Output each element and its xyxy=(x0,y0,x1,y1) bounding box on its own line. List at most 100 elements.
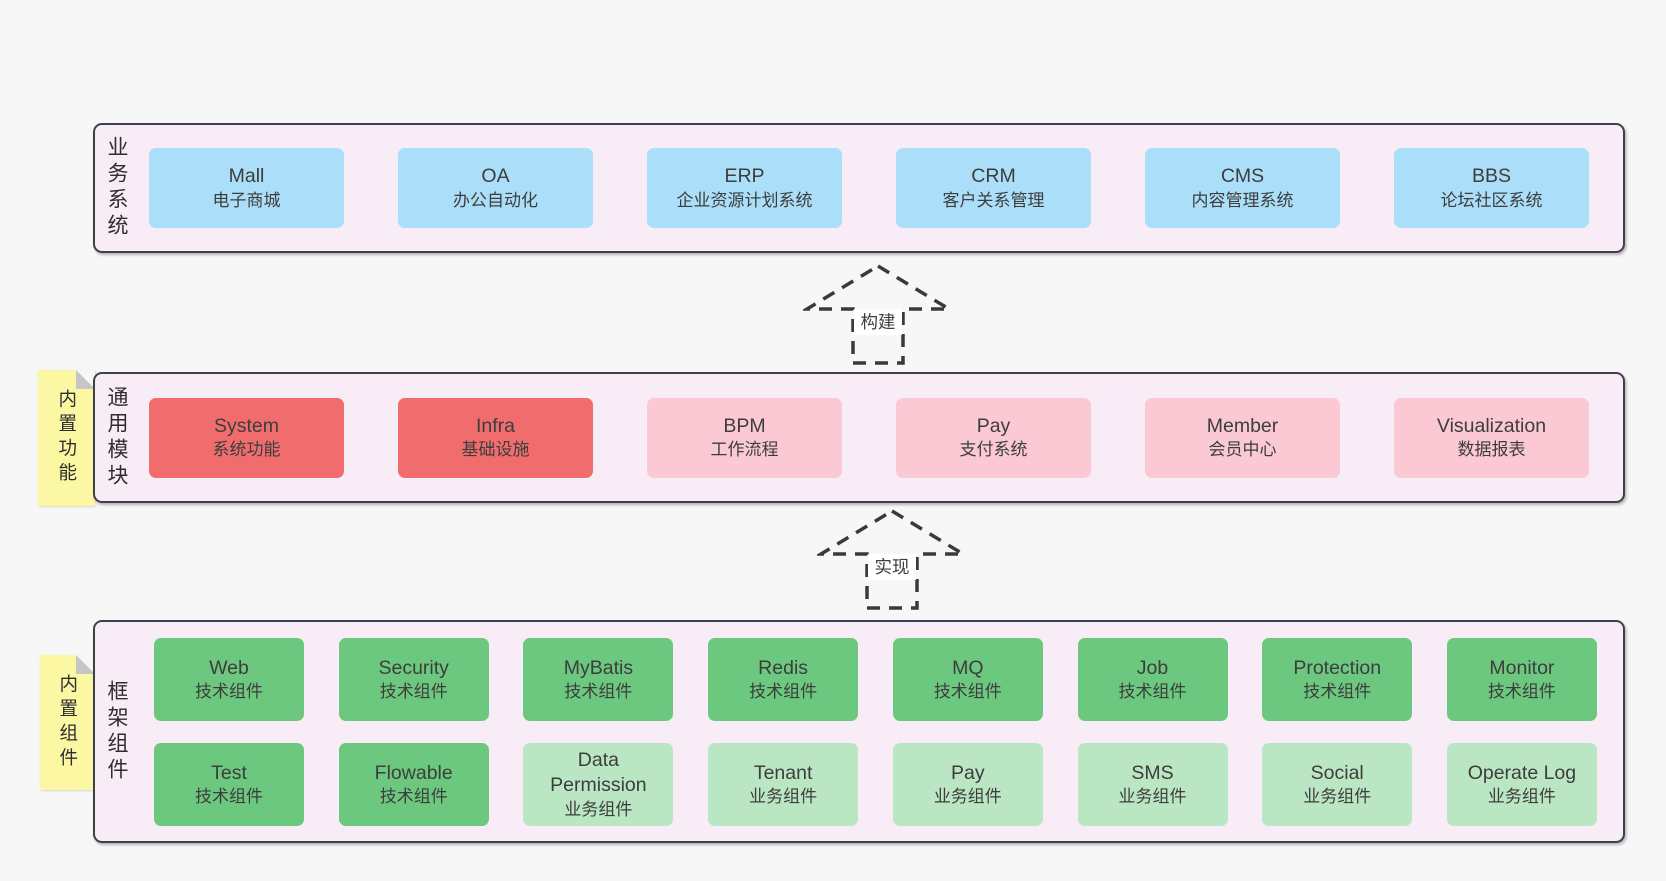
business-systems-layer: 业务系统 Mall 电子商城 OA 办公自动化 ERP 企业资源计划系统 CRM… xyxy=(93,123,1625,253)
box-title: Web xyxy=(209,656,249,679)
box-subtitle: 技术组件 xyxy=(195,682,263,702)
box-title: Monitor xyxy=(1489,656,1555,679)
common-modules-layer: 通用模块 System 系统功能 Infra 基础设施 BPM 工作流程 Pay… xyxy=(93,372,1625,503)
arrow-implement: 实现 xyxy=(817,508,967,610)
components-row-1: Web 技术组件 Security 技术组件 MyBatis 技术组件 Redi… xyxy=(154,638,1597,721)
box-title: Flowable xyxy=(374,761,453,784)
box-infra: Infra 基础设施 xyxy=(398,397,593,478)
box-social: Social 业务组件 xyxy=(1262,743,1413,826)
box-flowable: Flowable 技术组件 xyxy=(338,743,489,826)
box-subtitle: 系统功能 xyxy=(212,440,281,460)
arrow-build-label: 构建 xyxy=(861,312,896,332)
box-member: Member 会员中心 xyxy=(1145,397,1340,478)
box-erp: ERP 企业资源计划系统 xyxy=(647,148,842,228)
modules-layer-side-label: 通用模块 xyxy=(105,385,128,490)
box-crm: CRM 客户关系管理 xyxy=(896,148,1091,228)
box-visualization: Visualization 数据报表 xyxy=(1394,397,1589,478)
box-subtitle: 技术组件 xyxy=(1303,682,1372,702)
box-sms: SMS 业务组件 xyxy=(1077,743,1228,826)
box-subtitle: 会员中心 xyxy=(1208,440,1277,460)
box-subtitle: 技术组件 xyxy=(195,787,263,807)
box-title: CRM xyxy=(971,165,1016,188)
box-title: BBS xyxy=(1471,165,1512,188)
box-title: MyBatis xyxy=(563,656,634,679)
box-oa: OA 办公自动化 xyxy=(398,148,593,228)
box-job: Job 技术组件 xyxy=(1077,638,1228,721)
box-title: Protection xyxy=(1293,656,1382,679)
up-block-arrow-outline xyxy=(817,508,967,610)
box-subtitle: 技术组件 xyxy=(379,682,448,702)
box-subtitle: 支付系统 xyxy=(959,440,1028,460)
box-title: SMS xyxy=(1131,761,1174,784)
note-built-in-components: 内置组件 xyxy=(40,655,95,790)
box-title: Mall xyxy=(228,165,265,188)
note-built-in-features: 内置功能 xyxy=(38,370,95,506)
box-title: BPM xyxy=(723,414,766,437)
box-bbs: BBS 论坛社区系统 xyxy=(1394,148,1589,228)
box-title: System xyxy=(213,414,279,437)
modules-boxes-row: System 系统功能 Infra 基础设施 BPM 工作流程 Pay 支付系统… xyxy=(149,374,1589,501)
box-mybatis: MyBatis 技术组件 xyxy=(523,638,674,721)
box-title: Operate Log xyxy=(1467,761,1577,784)
box-redis: Redis 技术组件 xyxy=(708,638,859,721)
box-system: System 系统功能 xyxy=(149,397,344,478)
box-title: Redis xyxy=(758,656,809,679)
box-subtitle: 业务组件 xyxy=(1303,787,1372,807)
box-title: CMS xyxy=(1220,165,1265,188)
components-row-2: Test 技术组件 Flowable 技术组件 Data Permission … xyxy=(154,743,1597,826)
box-subtitle: 工作流程 xyxy=(710,440,779,460)
box-subtitle: 业务组件 xyxy=(749,787,818,807)
box-subtitle: 业务组件 xyxy=(1487,787,1556,807)
box-title: Social xyxy=(1310,761,1364,784)
box-title: Security xyxy=(378,656,449,679)
box-mall: Mall 电子商城 xyxy=(149,148,344,228)
box-subtitle: 内容管理系统 xyxy=(1191,190,1294,210)
business-boxes-row: Mall 电子商城 OA 办公自动化 ERP 企业资源计划系统 CRM 客户关系… xyxy=(149,125,1589,251)
box-title: Pay xyxy=(976,414,1011,437)
box-title: Member xyxy=(1206,414,1279,437)
arrow-label-bg xyxy=(854,309,902,335)
box-pay-module: Pay 支付系统 xyxy=(896,397,1091,478)
box-test: Test 技术组件 xyxy=(154,743,304,826)
arrow-build: 构建 xyxy=(803,263,953,365)
box-monitor: Monitor 技术组件 xyxy=(1446,638,1597,721)
box-subtitle: 数据报表 xyxy=(1457,440,1526,460)
box-pay-component: Pay 业务组件 xyxy=(892,743,1043,826)
components-layer-side-label: 框架组件 xyxy=(105,679,128,784)
box-title: Data Permission xyxy=(550,749,647,797)
box-title: Test xyxy=(211,761,247,784)
up-block-arrow-outline xyxy=(803,263,953,365)
box-subtitle: 技术组件 xyxy=(379,787,448,807)
box-subtitle: 基础设施 xyxy=(461,440,530,460)
note-built-in-features-label: 内置功能 xyxy=(56,389,78,487)
note-built-in-components-label: 内置组件 xyxy=(57,673,79,772)
box-subtitle: 企业资源计划系统 xyxy=(676,190,813,210)
box-subtitle: 客户关系管理 xyxy=(942,190,1045,210)
framework-components-layer: 框架组件 Web 技术组件 Security 技术组件 MyBatis 技术组件… xyxy=(93,620,1625,843)
box-subtitle: 论坛社区系统 xyxy=(1440,190,1543,210)
box-title: Visualization xyxy=(1436,414,1547,437)
box-title: MQ xyxy=(952,656,984,679)
box-subtitle: 技术组件 xyxy=(1487,682,1556,702)
box-operate-log: Operate Log 业务组件 xyxy=(1446,743,1597,826)
box-web: Web 技术组件 xyxy=(154,638,304,721)
box-title: ERP xyxy=(724,165,765,188)
business-layer-side-label: 业务系统 xyxy=(105,136,128,240)
box-title: Job xyxy=(1136,656,1169,679)
box-protection: Protection 技术组件 xyxy=(1262,638,1413,721)
box-title: Infra xyxy=(475,414,516,437)
box-subtitle: 业务组件 xyxy=(933,787,1002,807)
box-mq: MQ 技术组件 xyxy=(892,638,1043,721)
box-subtitle: 技术组件 xyxy=(749,682,818,702)
arrow-label-bg xyxy=(868,554,916,580)
box-security: Security 技术组件 xyxy=(338,638,489,721)
arrow-implement-label: 实现 xyxy=(875,557,910,577)
box-title: OA xyxy=(481,165,510,188)
box-title: Pay xyxy=(951,761,985,784)
box-cms: CMS 内容管理系统 xyxy=(1145,148,1340,228)
box-data-permission: Data Permission 业务组件 xyxy=(523,743,674,826)
box-subtitle: 技术组件 xyxy=(933,682,1002,702)
box-subtitle: 办公自动化 xyxy=(453,190,538,210)
box-title: Tenant xyxy=(753,761,813,784)
box-bpm: BPM 工作流程 xyxy=(647,397,842,478)
